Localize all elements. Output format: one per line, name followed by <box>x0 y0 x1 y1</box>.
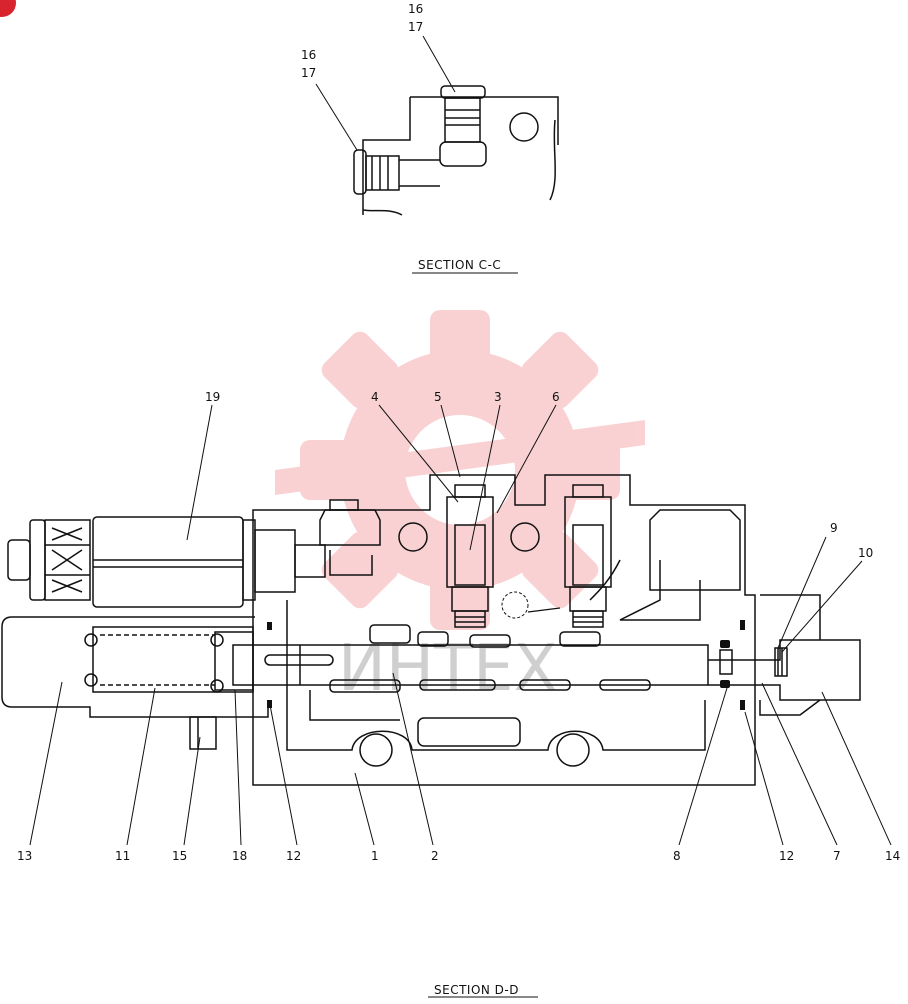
callout-c-upper-16: 16 <box>408 2 423 16</box>
callout-2: 2 <box>431 849 439 863</box>
callout-15: 15 <box>172 849 187 863</box>
callout-10: 10 <box>858 546 873 560</box>
watermark <box>275 310 645 630</box>
callout-9: 9 <box>830 521 838 535</box>
callout-7: 7 <box>833 849 841 863</box>
watermark-gear-icon <box>300 310 620 630</box>
section-c-c-leaders <box>315 35 456 151</box>
passage-tail <box>527 607 561 613</box>
callout-11: 11 <box>115 849 130 863</box>
callout-1: 1 <box>371 849 379 863</box>
callout-c-left-17: 17 <box>301 66 316 80</box>
callout-6: 6 <box>552 390 560 404</box>
callout-12-right: 12 <box>779 849 794 863</box>
callout-c-upper-17: 17 <box>408 20 423 34</box>
callout-14: 14 <box>885 849 900 863</box>
seals <box>267 620 745 710</box>
section-d-d-drawing <box>1 474 861 786</box>
callout-13: 13 <box>17 849 32 863</box>
callout-4: 4 <box>371 390 379 404</box>
callout-8: 8 <box>673 849 681 863</box>
callout-12-left: 12 <box>286 849 301 863</box>
section-c-c-title: SECTION C-C <box>418 258 501 272</box>
section-d-d-leaders <box>29 404 892 846</box>
section-c-c-drawing <box>353 85 559 216</box>
callout-5: 5 <box>434 390 442 404</box>
section-d-d-title: SECTION D-D <box>434 983 519 997</box>
corner-badge <box>0 0 16 17</box>
callout-18: 18 <box>232 849 247 863</box>
hidden-passage-circle <box>501 591 529 619</box>
callout-19: 19 <box>205 390 220 404</box>
callout-3: 3 <box>494 390 502 404</box>
callout-c-left-16: 16 <box>301 48 316 62</box>
